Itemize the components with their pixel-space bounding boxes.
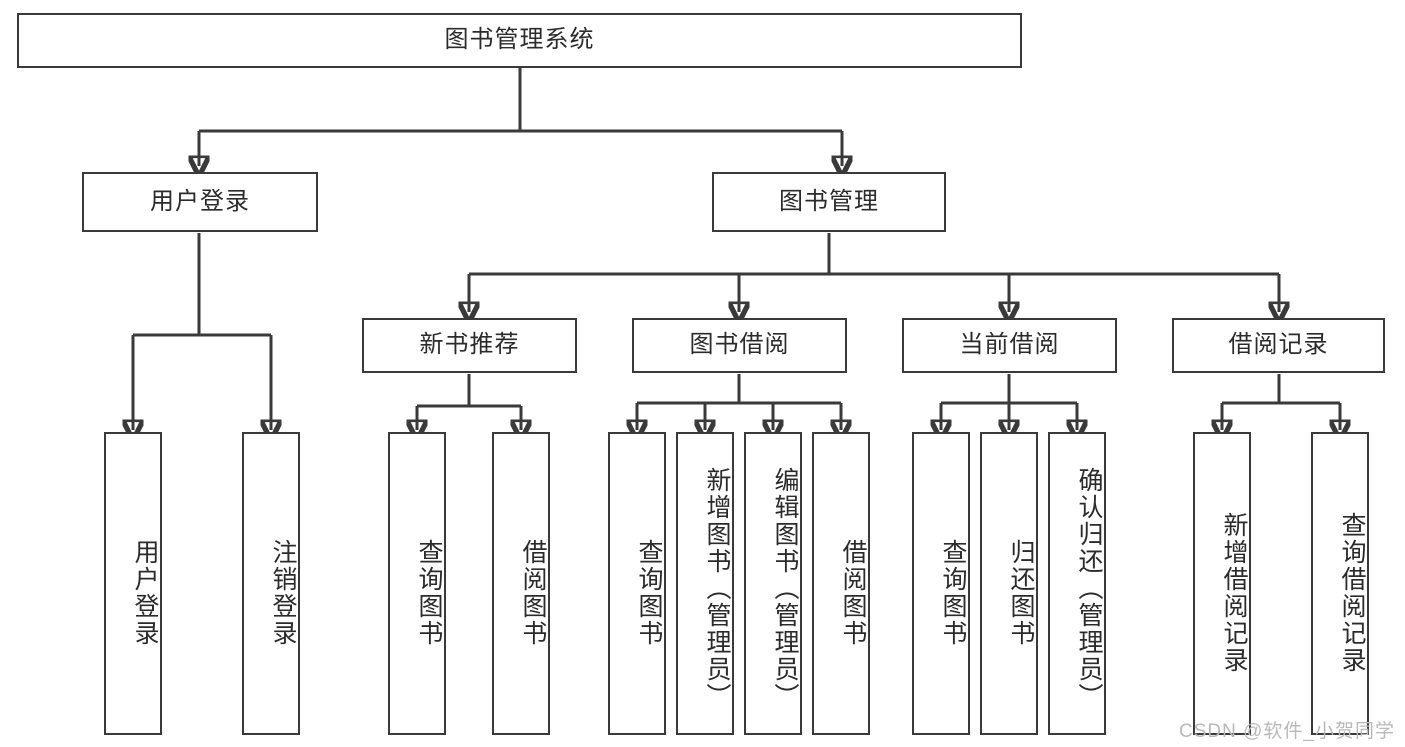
leaf-return-book[interactable]: 归还图书	[980, 432, 1038, 735]
leaf-query-book-borrow[interactable]: 查询图书	[608, 432, 666, 735]
node-book-borrow[interactable]: 图书借阅	[632, 318, 847, 373]
node-root-book-management-system[interactable]: 图书管理系统	[17, 13, 1022, 68]
node-book-management[interactable]: 图书管理	[712, 172, 946, 232]
leaf-query-book-current[interactable]: 查询图书	[912, 432, 970, 735]
leaf-borrow-book-borrow[interactable]: 借阅图书	[812, 432, 870, 735]
node-current-borrow[interactable]: 当前借阅	[902, 318, 1117, 373]
leaf-add-borrow-record[interactable]: 新增借阅记录	[1193, 432, 1251, 735]
leaf-user-login[interactable]: 用户登录	[104, 432, 162, 735]
csdn-watermark: CSDN @软件_小贺同学	[1179, 721, 1395, 742]
leaf-logout[interactable]: 注销登录	[242, 432, 300, 735]
node-user-login[interactable]: 用户登录	[82, 172, 318, 232]
leaf-confirm-return-admin[interactable]: 确认归还（管理员）	[1048, 432, 1106, 735]
node-borrow-record[interactable]: 借阅记录	[1172, 318, 1385, 373]
leaf-edit-book-admin[interactable]: 编辑图书（管理员）	[744, 432, 802, 735]
node-new-book-recommend[interactable]: 新书推荐	[362, 318, 577, 373]
leaf-add-book-admin[interactable]: 新增图书（管理员）	[676, 432, 734, 735]
leaf-query-borrow-record[interactable]: 查询借阅记录	[1311, 432, 1369, 735]
leaf-query-book-new-recommend[interactable]: 查询图书	[388, 432, 446, 735]
leaf-borrow-book-new-recommend[interactable]: 借阅图书	[492, 432, 550, 735]
